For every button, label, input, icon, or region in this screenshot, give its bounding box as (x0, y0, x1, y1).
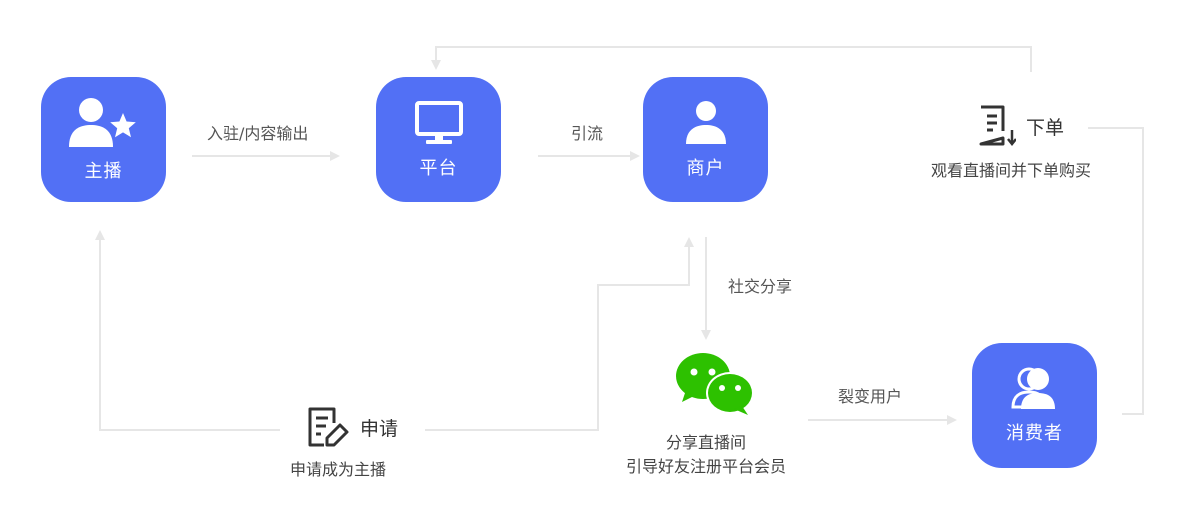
arrow-apply-to-anchor (95, 230, 280, 431)
order-action: 下单 (976, 104, 1064, 148)
person-icon (685, 100, 726, 144)
order-caption: 观看直播间并下单购买 (931, 161, 1092, 180)
node-anchor[interactable]: 主播 (41, 77, 166, 202)
apply-action: 申请 (306, 405, 398, 449)
edge-label-wechat-to-consumer: 裂变用户 (838, 387, 903, 406)
node-merchant-label: 商户 (686, 157, 725, 179)
edge-label-platform-to-merchant: 引流 (571, 124, 604, 143)
wechat-caption-line2: 引导好友注册平台会员 (625, 457, 786, 476)
edit-doc-icon (308, 407, 349, 447)
apply-caption: 申请成为主播 (290, 460, 387, 479)
edge-label-merchant-to-wechat: 社交分享 (728, 277, 793, 296)
person-star-icon (68, 97, 136, 147)
node-platform[interactable]: 平台 (376, 77, 501, 202)
order-list-icon (979, 105, 1016, 147)
node-merchant[interactable]: 商户 (643, 77, 768, 202)
monitor-icon (414, 100, 463, 144)
arrow-order-to-platform (431, 46, 1032, 72)
wechat-icon (676, 353, 754, 415)
arrow-apply-to-merchant (425, 237, 694, 431)
node-anchor-label: 主播 (84, 160, 123, 182)
users-icon (1010, 367, 1055, 409)
edge-label-anchor-to-platform: 入驻/内容输出 (207, 124, 309, 143)
node-platform-label: 平台 (419, 157, 458, 179)
apply-title: 申请 (360, 417, 399, 440)
connector-consumer-to-order (1088, 127, 1144, 415)
node-consumer-label: 消费者 (1006, 422, 1063, 444)
wechat-caption-line1: 分享直播间 (665, 433, 746, 452)
wechat-caption: 分享直播间 引导好友注册平台会员 (622, 431, 790, 479)
node-consumer[interactable]: 消费者 (972, 343, 1097, 468)
order-title: 下单 (1026, 116, 1065, 139)
